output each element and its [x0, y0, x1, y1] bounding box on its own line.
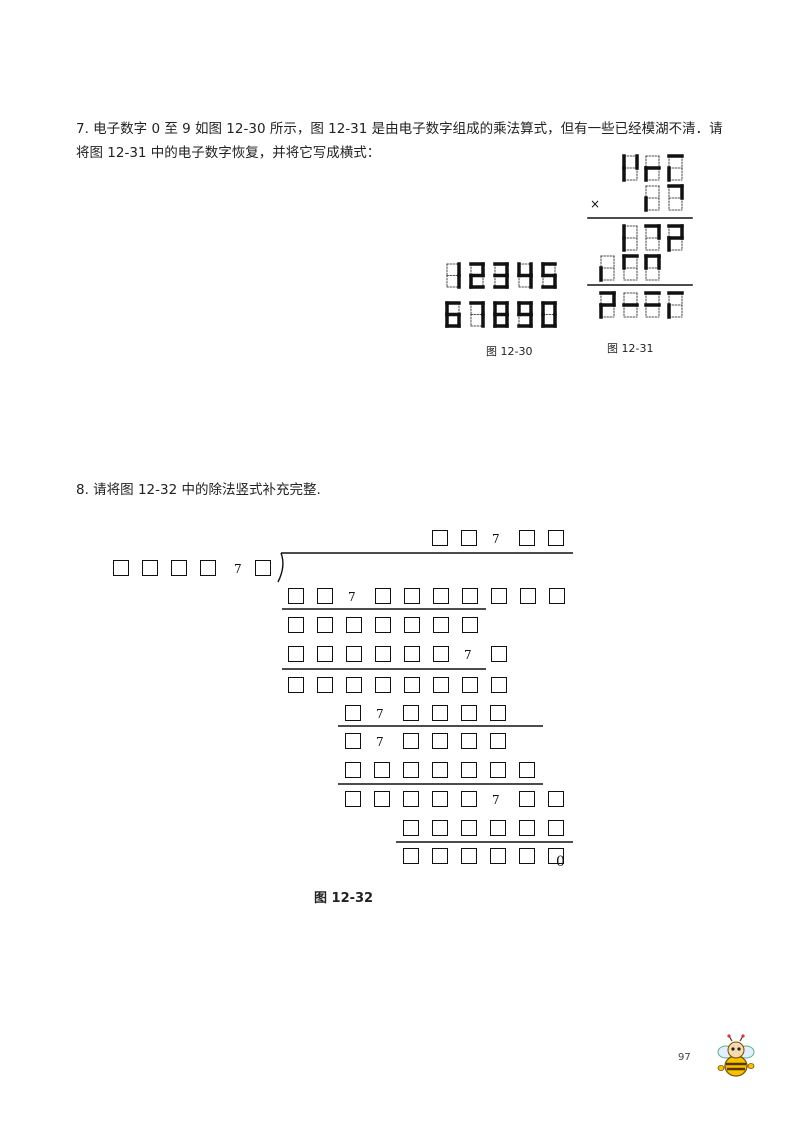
blank-box: [433, 677, 449, 693]
blank-box: [288, 646, 304, 662]
blank-box: [490, 733, 506, 749]
problem-7-line-1: 7. 电子数字 0 至 9 如图 12-30 所示，图 12-31 是由电子数字…: [76, 121, 723, 137]
blank-box: [432, 530, 448, 546]
blank-box: [432, 762, 448, 778]
blank-box: [461, 791, 477, 807]
seven-segment-figures: [445, 154, 693, 328]
blank-box: [548, 530, 564, 546]
blank-box: [403, 820, 419, 836]
blank-box: [462, 588, 478, 604]
blank-box: [548, 848, 564, 864]
blank-box: [462, 677, 478, 693]
figure-12-31-caption: 图 12-31: [607, 342, 654, 355]
multiply-sign: ×: [590, 197, 601, 211]
blank-box: [288, 588, 304, 604]
blank-box: [375, 677, 391, 693]
blank-box: [548, 791, 564, 807]
blank-box: [317, 588, 333, 604]
blank-box: [404, 617, 420, 633]
blank-box: [491, 588, 507, 604]
blank-box: [345, 705, 361, 721]
figure-12-32-caption: 图 12-32: [314, 891, 374, 906]
problem-8: 8. 请将图 12-32 中的除法竖式补充完整.: [76, 482, 321, 498]
blank-box: [461, 733, 477, 749]
blank-box: [462, 617, 478, 633]
blank-box: [200, 560, 216, 576]
blank-box: [403, 762, 419, 778]
blank-box: [490, 762, 506, 778]
blank-box: [490, 705, 506, 721]
blank-box: [288, 677, 304, 693]
problem-7-line-2: 将图 12-31 中的电子数字恢复，并将它写成横式：: [76, 145, 381, 161]
blank-box: [432, 848, 448, 864]
blank-box: [433, 646, 449, 662]
blank-box: [519, 820, 535, 836]
given-digit: 7: [492, 793, 500, 807]
bee-mascot-icon: [717, 1034, 755, 1077]
blank-box: [374, 791, 390, 807]
blank-box: [142, 560, 158, 576]
given-digit: 7: [492, 532, 500, 546]
given-digit: 7: [376, 707, 384, 721]
blank-box: [403, 848, 419, 864]
division-bracket: [277, 552, 284, 583]
blank-box: [490, 848, 506, 864]
blank-box: [345, 791, 361, 807]
blank-box: [404, 677, 420, 693]
blank-box: [519, 762, 535, 778]
blank-box: [433, 588, 449, 604]
blank-box: [404, 646, 420, 662]
given-digit: 7: [376, 735, 384, 749]
blank-box: [432, 705, 448, 721]
blank-box: [461, 848, 477, 864]
blank-box: [346, 646, 362, 662]
blank-box: [288, 617, 304, 633]
blank-box: [403, 791, 419, 807]
given-digit: 0: [556, 854, 565, 870]
blank-box: [113, 560, 129, 576]
blank-box: [346, 617, 362, 633]
blank-box: [520, 588, 536, 604]
blank-box: [461, 705, 477, 721]
blank-box: [461, 762, 477, 778]
blank-box: [432, 733, 448, 749]
blank-box: [346, 677, 362, 693]
figure-12-30-caption: 图 12-30: [486, 345, 533, 358]
blank-box: [432, 820, 448, 836]
blank-box: [375, 588, 391, 604]
problem-7: 7. 电子数字 0 至 9 如图 12-30 所示，图 12-31 是由电子数字…: [76, 117, 726, 165]
blank-box: [491, 646, 507, 662]
blank-box: [519, 848, 535, 864]
blank-box: [403, 705, 419, 721]
blank-box: [491, 677, 507, 693]
blank-box: [255, 560, 271, 576]
blank-box: [461, 820, 477, 836]
blank-box: [404, 588, 420, 604]
blank-box: [461, 530, 477, 546]
blank-box: [317, 617, 333, 633]
blank-box: [519, 530, 535, 546]
blank-box: [171, 560, 187, 576]
given-digit: 7: [348, 590, 356, 604]
blank-box: [375, 646, 391, 662]
given-digit: 7: [464, 648, 472, 662]
blank-box: [403, 733, 419, 749]
blank-box: [375, 617, 391, 633]
blank-box: [433, 617, 449, 633]
blank-box: [345, 762, 361, 778]
blank-box: [519, 791, 535, 807]
blank-box: [490, 820, 506, 836]
blank-box: [549, 588, 565, 604]
page-number: 97: [678, 1052, 691, 1063]
blank-box: [374, 762, 390, 778]
blank-box: [317, 646, 333, 662]
blank-box: [432, 791, 448, 807]
blank-box: [317, 677, 333, 693]
given-digit: 7: [234, 562, 242, 576]
blank-box: [548, 820, 564, 836]
blank-box: [345, 733, 361, 749]
